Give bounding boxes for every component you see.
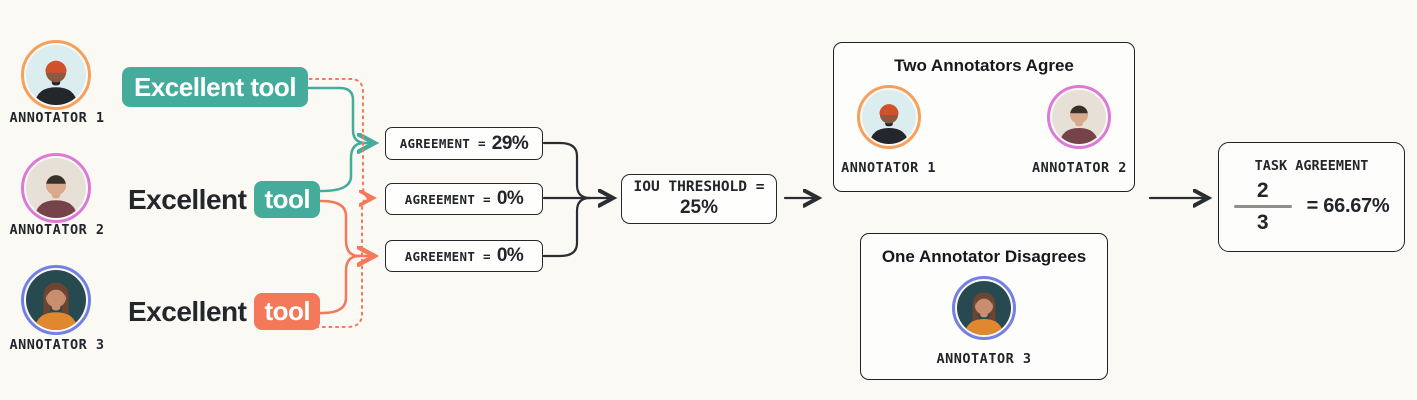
- agreement-box-3: AGREEMENT = 0%: [385, 240, 543, 272]
- task-agreement-result: = 66.67%: [1306, 194, 1390, 217]
- iou-threshold-value: 25%: [679, 197, 719, 219]
- highlighted-span-tool: tool: [254, 293, 321, 330]
- agreement-label: AGREEMENT =: [399, 136, 486, 151]
- annotation-span-3: Excellent tool: [128, 293, 321, 330]
- task-agreement-box: TASK AGREEMENT 2 3 = 66.67%: [1218, 142, 1405, 252]
- disagree-group-title: One Annotator Disagrees: [881, 247, 1087, 266]
- link-a1-to-agreement1: [298, 86, 372, 143]
- fraction-bar: [1233, 205, 1292, 208]
- fraction-numerator: 2: [1256, 179, 1269, 202]
- link-agreement1-to-iou: [542, 141, 592, 200]
- annotator-1-avatar: [21, 40, 91, 110]
- plain-text: Excellent: [128, 183, 247, 215]
- agree-group-box: Two Annotators Agree ANNOTATOR 1 ANNOTAT…: [833, 42, 1135, 192]
- agreement-box-1: AGREEMENT = 29%: [385, 127, 543, 160]
- task-agreement-title: TASK AGREEMENT: [1254, 158, 1369, 174]
- annotator-3-avatar: [21, 265, 91, 335]
- agree-group-title: Two Annotators Agree: [894, 56, 1074, 75]
- link-a2-to-agreement1: [297, 141, 366, 193]
- agreement-value: 29%: [491, 132, 529, 154]
- annotator-2-avatar: [21, 153, 91, 223]
- annotator-3-label: ANNOTATOR 3: [9, 337, 105, 353]
- agreement-value: 0%: [496, 245, 524, 266]
- annotator-3-avatar: [952, 276, 1016, 340]
- link-agreement3-to-iou: [542, 196, 592, 258]
- annotator-2-avatar: [1047, 85, 1112, 149]
- annotator-2-label: ANNOTATOR 2: [9, 222, 105, 238]
- agree-group-members: ANNOTATOR 1 ANNOTATOR 2: [841, 85, 1127, 176]
- agreement-value: 0%: [496, 188, 524, 209]
- agreement-label: AGREEMENT =: [404, 191, 491, 207]
- annotator-1-avatar: [856, 85, 921, 149]
- iou-threshold-label: IOU THRESHOLD =: [633, 179, 765, 196]
- annotation-span-2: Excellent tool: [128, 181, 321, 218]
- annotator-3-label: ANNOTATOR 3: [936, 351, 1032, 367]
- plain-text: Excellent: [128, 295, 247, 327]
- member-annotator-2: ANNOTATOR 2: [1032, 85, 1127, 176]
- agreement-box-2: AGREEMENT = 0%: [385, 183, 543, 215]
- task-agreement-formula: 2 3 = 66.67%: [1233, 179, 1390, 234]
- member-annotator-3: ANNOTATOR 3: [937, 276, 1032, 367]
- fraction: 2 3: [1233, 179, 1292, 234]
- link-a2-to-agreement3: [297, 199, 372, 256]
- annotator-1-label: ANNOTATOR 1: [9, 110, 105, 126]
- highlighted-span-full: Excellent tool: [122, 67, 309, 107]
- link-a3-to-agreement3: [297, 254, 361, 315]
- annotation-span-1: Excellent tool: [122, 67, 309, 107]
- disagree-group-box: One Annotator Disagrees ANNOTATOR 3: [860, 233, 1108, 380]
- link-a3-to-agreement2-dashed: [302, 197, 369, 328]
- fraction-denominator: 3: [1256, 210, 1269, 234]
- highlighted-span-tool: tool: [254, 181, 321, 218]
- annotator-1-label: ANNOTATOR 1: [841, 160, 936, 176]
- link-a1-to-agreement2-dashed: [302, 78, 371, 198]
- disagree-group-members: ANNOTATOR 3: [937, 276, 1032, 367]
- annotator-2-label: ANNOTATOR 2: [1032, 160, 1127, 176]
- iou-threshold-box: IOU THRESHOLD = 25%: [621, 174, 777, 224]
- member-annotator-1: ANNOTATOR 1: [841, 85, 936, 176]
- agreement-label: AGREEMENT =: [404, 248, 491, 264]
